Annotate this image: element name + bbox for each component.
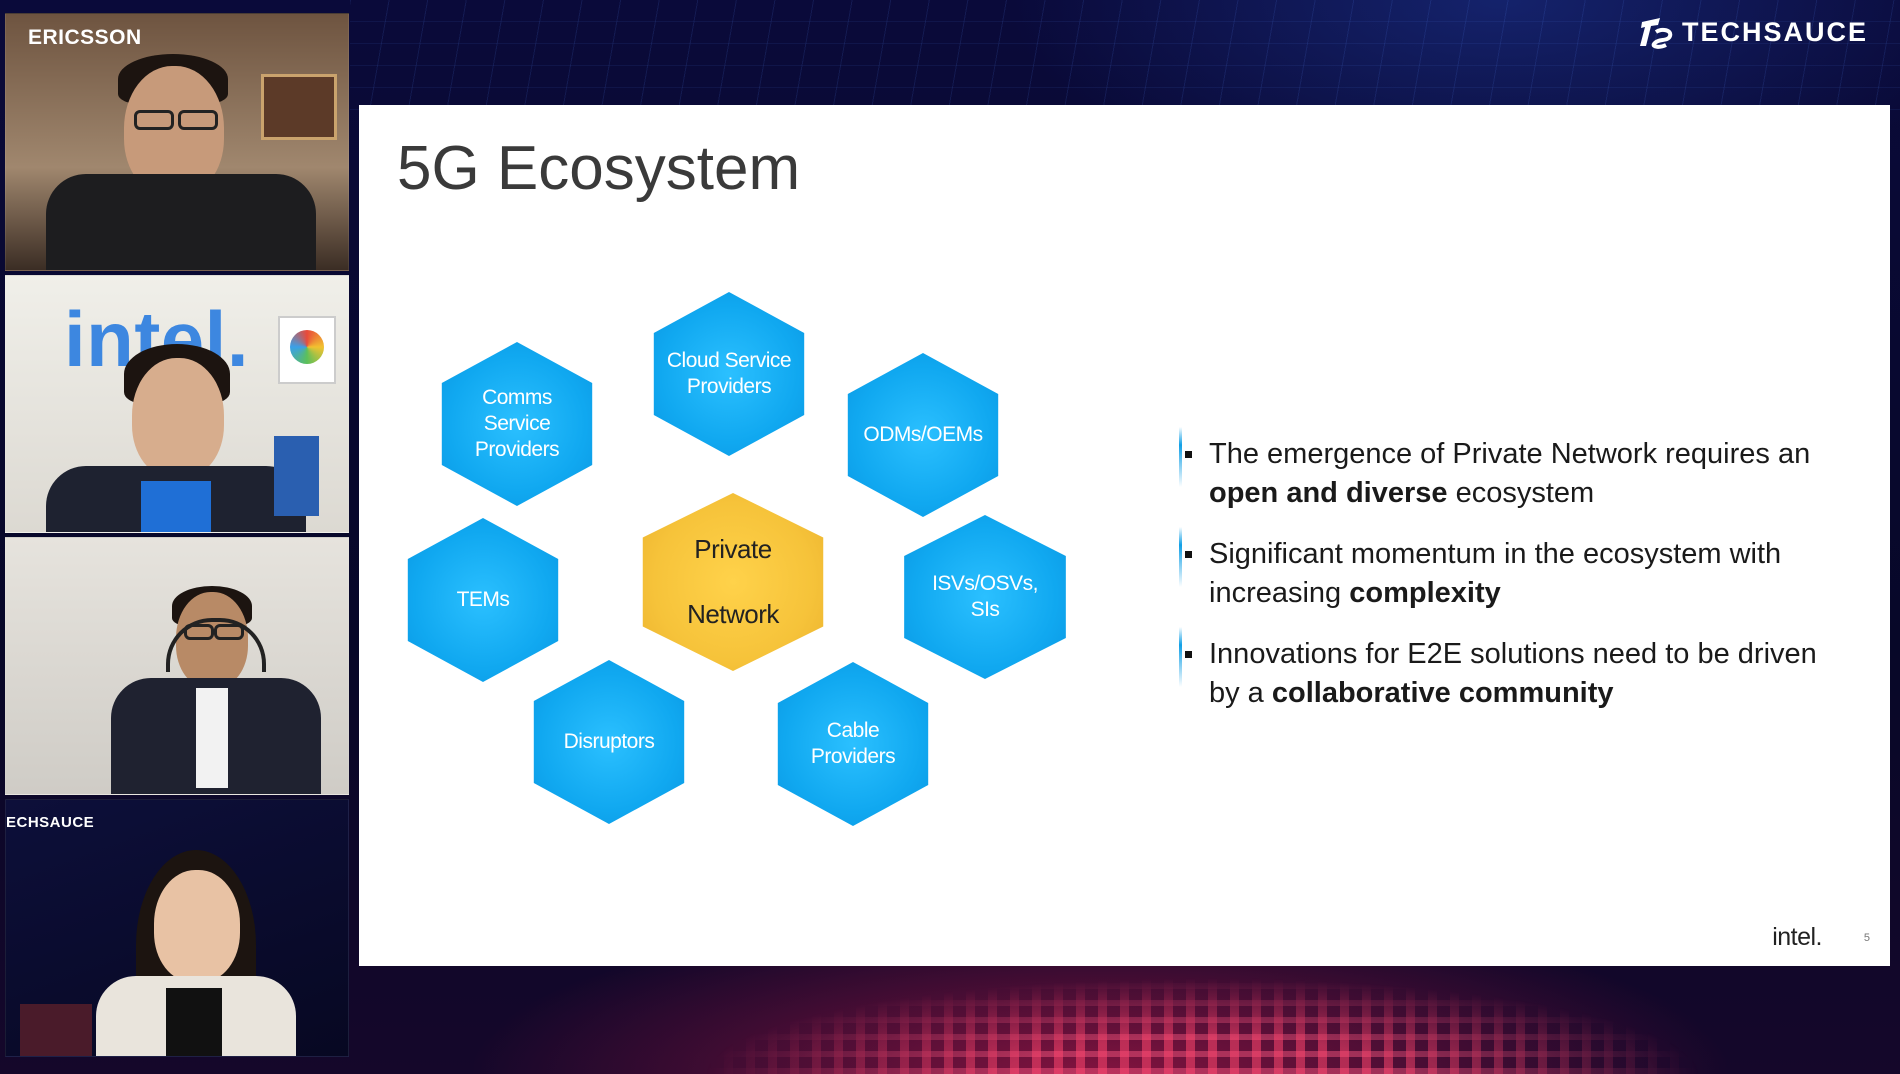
slide-title: 5G Ecosystem [397,134,801,203]
hex-odms-oems: ODMs/OEMs [847,353,999,517]
participant-tile[interactable] [5,537,349,795]
participant-tile[interactable]: intel. [5,275,349,533]
participant-tile[interactable]: ECHSAUCE [5,799,349,1057]
hex-tems: TEMs [407,518,559,682]
bullet-marker [1185,451,1192,458]
techsauce-brand: TECHSAUCE [1638,14,1868,50]
brand-name: TECHSAUCE [1681,16,1868,47]
participant-label: ECHSAUCE [6,814,95,831]
slide-page-number: 5 [1863,932,1870,944]
bullet-marker [1185,651,1192,658]
hex-disruptors: Disruptors [533,660,685,824]
accent-bar [1179,627,1182,687]
shelf-object [20,1004,92,1056]
bullet-list: The emergence of Private Network require… [1179,427,1819,735]
bullet-item: Innovations for E2E solutions need to be… [1179,627,1819,713]
hex-isvs-osvs-sis: ISVs/OSVs, SIs [904,515,1066,679]
floor-lights-decoration [350,970,1900,1074]
techsauce-logo-icon [1639,18,1673,49]
wall-picture [261,74,337,140]
wall-frame [278,316,336,384]
participant-tile[interactable]: ERICSSON [5,13,349,271]
participant-label: ERICSSON [28,26,142,49]
bullet-item: The emergence of Private Network require… [1179,427,1819,513]
bullet-item: Significant momentum in the ecosystem wi… [1179,527,1819,613]
accent-bar [1179,427,1182,487]
top-grid-decoration [350,0,1900,110]
intel-footer-logo: intel. [1772,923,1822,951]
cabinet [274,436,319,516]
bullet-marker [1185,551,1192,558]
accent-bar [1179,527,1182,587]
